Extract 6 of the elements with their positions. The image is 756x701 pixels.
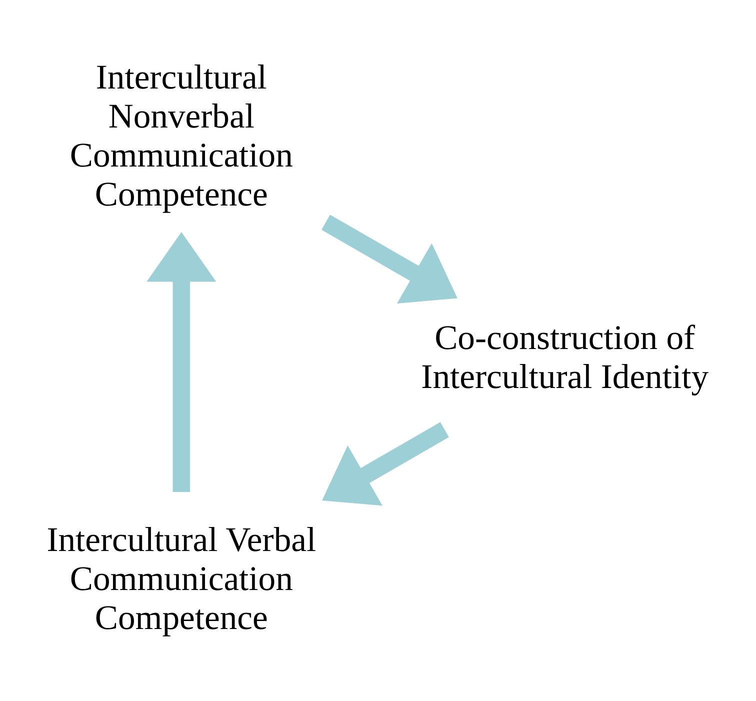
node-text: Intercultural Verbal Communication Competence <box>46 520 316 637</box>
node-text: Intercultural Nonverbal Communication Competence <box>70 58 293 214</box>
arrow <box>146 232 216 492</box>
arrow <box>322 214 458 304</box>
node-text: Co-construction of Intercultural Identity <box>421 318 709 396</box>
arrow <box>322 422 449 506</box>
